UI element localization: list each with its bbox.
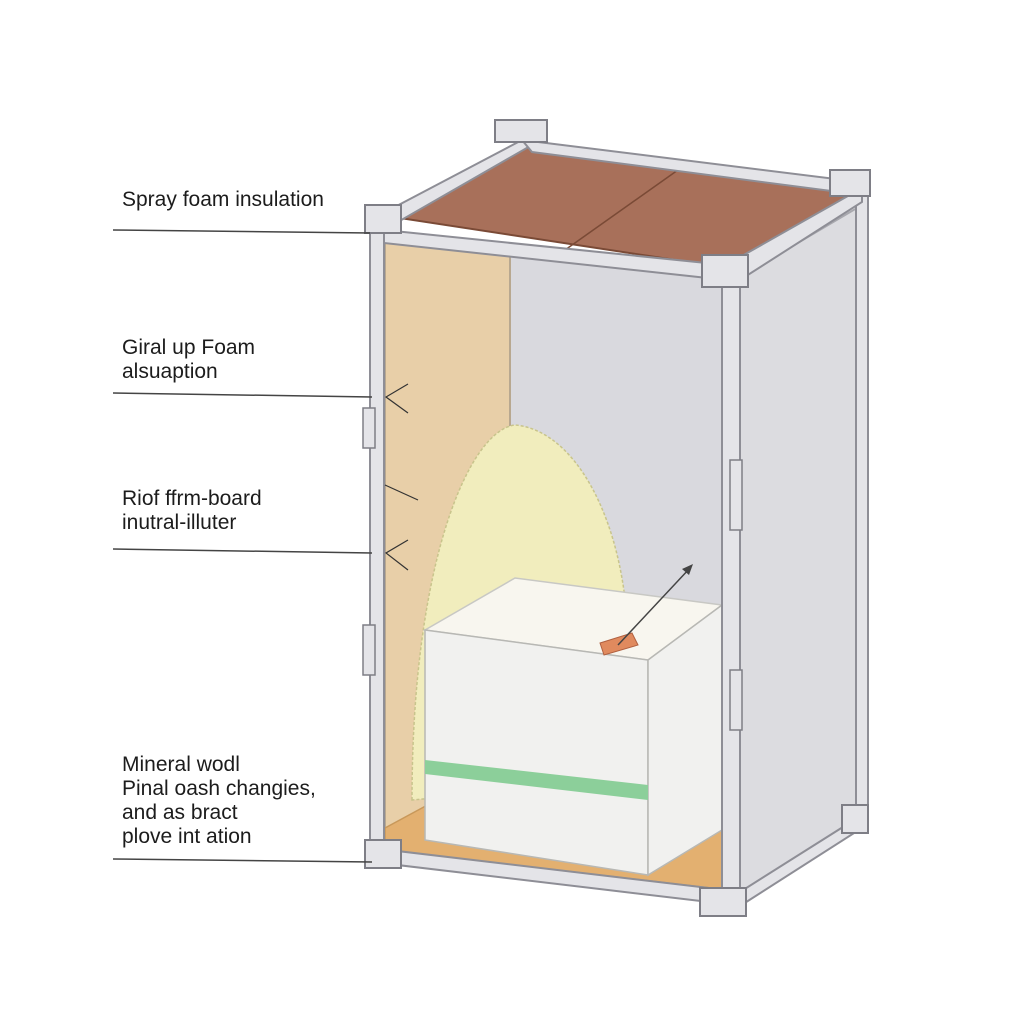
leader-line-4 [112, 858, 373, 863]
corner-brackets [364, 119, 871, 917]
callout-roof-board: Riof ffrm-board inutral-illuter [122, 487, 262, 534]
brick-arrow [617, 567, 691, 646]
leader-line-2 [112, 392, 373, 398]
callout-mineral-wool: Mineral wodl Pinal oash changies, and as… [122, 753, 316, 848]
leader-lines [112, 229, 373, 863]
roof-seam [564, 164, 686, 251]
brick-arrow-head [682, 564, 693, 575]
box-front [424, 629, 649, 876]
callout-foam-application: Giral up Foam alsuaption [122, 336, 256, 383]
callout-spray-foam: Spray foam insulation [122, 188, 324, 211]
side-clips [362, 407, 743, 731]
green-stripe [425, 760, 648, 800]
leader-line-3 [112, 548, 373, 554]
leader-line-1 [112, 229, 371, 234]
right-side-panel [734, 203, 863, 897]
panel-arrows [384, 383, 419, 571]
